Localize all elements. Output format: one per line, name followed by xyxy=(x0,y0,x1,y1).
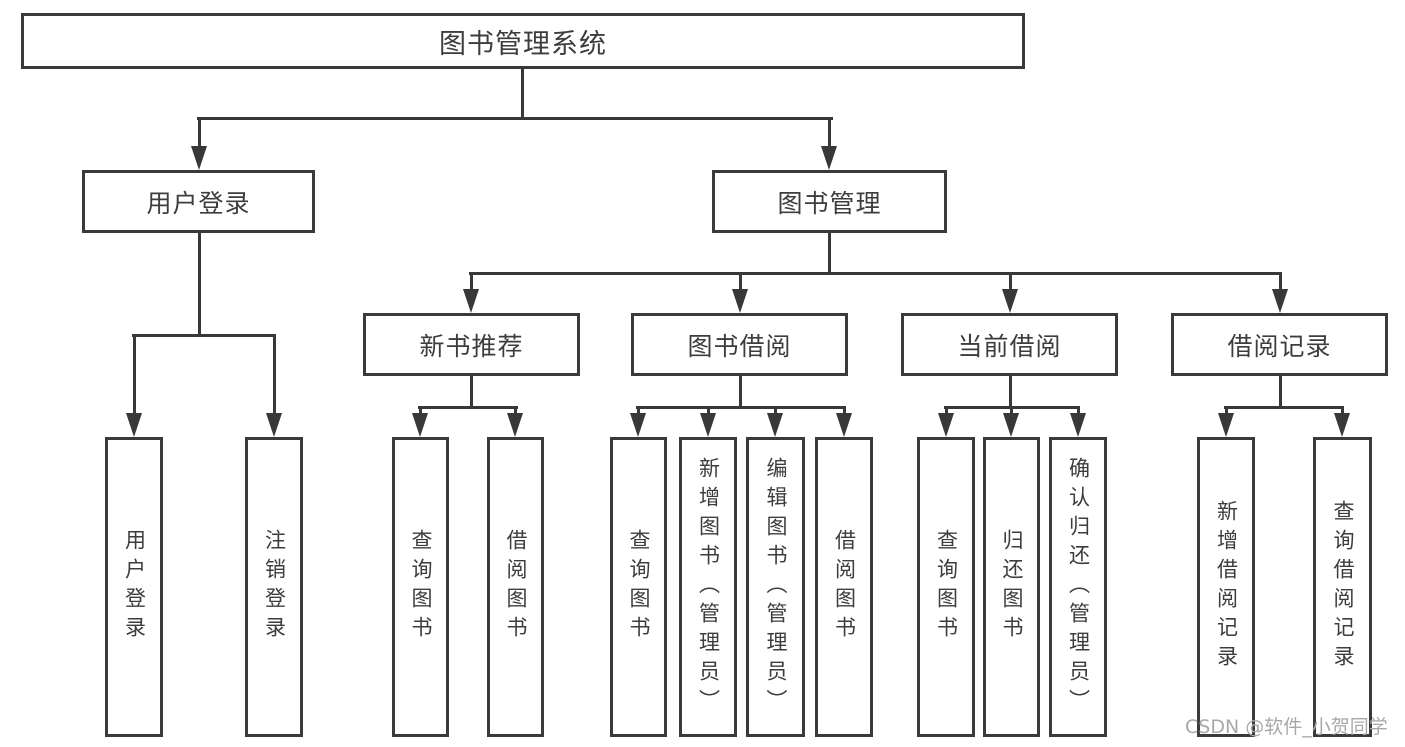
node-label: 用户登录 xyxy=(146,188,251,218)
watermark: CSDN @软件_小贺同学 xyxy=(1185,716,1388,738)
leaf-return-books: 归还图书 xyxy=(983,437,1040,737)
connector-vline xyxy=(1009,272,1012,292)
node-current-borrowing: 当前借阅 xyxy=(901,313,1118,376)
node-label: 用户登录 xyxy=(122,529,147,645)
leaf-query-books-borrowing: 查询图书 xyxy=(610,437,667,737)
arrowhead-down-icon xyxy=(821,146,837,170)
leaf-borrow-books-borrowing: 借阅图书 xyxy=(815,437,873,737)
node-label: 注销登录 xyxy=(262,529,287,645)
node-book-management: 图书管理 xyxy=(712,170,947,233)
leaf-logout: 注销登录 xyxy=(245,437,303,737)
connector-vline xyxy=(1225,406,1228,416)
arrowhead-down-icon xyxy=(1218,413,1234,437)
node-new-book-recommendation: 新书推荐 xyxy=(363,313,580,376)
leaf-query-borrow-record: 查询借阅记录 xyxy=(1313,437,1372,737)
node-label: 新书推荐 xyxy=(419,331,524,361)
node-label: 查询图书 xyxy=(934,529,959,645)
arrowhead-down-icon xyxy=(732,289,748,313)
node-label: 当前借阅 xyxy=(957,331,1062,361)
node-label: 查询图书 xyxy=(409,529,433,645)
arrowhead-down-icon xyxy=(412,413,428,437)
connector-vline xyxy=(470,376,473,408)
leaf-edit-book-admin: 编辑图书（管理员） xyxy=(746,437,805,737)
arrowhead-down-icon xyxy=(767,413,783,437)
node-label: 确认归还（管理员） xyxy=(1066,456,1091,718)
leaf-add-borrow-record: 新增借阅记录 xyxy=(1197,437,1255,737)
arrowhead-down-icon xyxy=(463,289,479,313)
leaf-borrow-books-recommend: 借阅图书 xyxy=(487,437,544,737)
connector-vline xyxy=(273,334,276,415)
connector-vline xyxy=(843,406,846,416)
leaf-user-login: 用户登录 xyxy=(105,437,163,737)
connector-vline xyxy=(521,69,524,119)
node-label: 图书管理 xyxy=(777,188,882,218)
arrowhead-down-icon xyxy=(1272,289,1288,313)
arrowhead-down-icon xyxy=(1070,413,1086,437)
connector-hline xyxy=(132,334,276,337)
node-borrowing-records: 借阅记录 xyxy=(1171,313,1388,376)
node-label: 图书管理系统 xyxy=(439,28,607,60)
arrowhead-down-icon xyxy=(126,413,142,437)
arrowhead-down-icon xyxy=(191,146,207,170)
connector-vline xyxy=(1279,376,1282,408)
node-label: 归还图书 xyxy=(1000,529,1024,645)
connector-vline xyxy=(739,272,742,292)
connector-vline xyxy=(945,406,948,416)
arrowhead-down-icon xyxy=(507,413,523,437)
connector-vline xyxy=(739,376,742,408)
node-user-login: 用户登录 xyxy=(82,170,315,233)
connector-vline xyxy=(828,117,831,148)
leaf-query-books-recommend: 查询图书 xyxy=(392,437,449,737)
arrowhead-down-icon xyxy=(266,413,282,437)
connector-vline xyxy=(514,406,517,416)
connector-vline xyxy=(470,272,473,292)
connector-vline xyxy=(1279,272,1282,292)
arrowhead-down-icon xyxy=(1002,289,1018,313)
node-label: 借阅图书 xyxy=(832,529,857,645)
arrowhead-down-icon xyxy=(836,413,852,437)
arrowhead-down-icon xyxy=(700,413,716,437)
node-label: 借阅图书 xyxy=(504,529,528,645)
connector-vline xyxy=(1077,406,1080,416)
connector-vline xyxy=(637,406,640,416)
connector-hline xyxy=(469,272,1282,275)
connector-hline xyxy=(636,406,846,409)
arrowhead-down-icon xyxy=(630,413,646,437)
connector-vline xyxy=(133,334,136,415)
node-book-borrowing: 图书借阅 xyxy=(631,313,848,376)
node-label: 新增借阅记录 xyxy=(1214,500,1239,674)
node-label: 新增图书（管理员） xyxy=(696,456,721,718)
connector-hline xyxy=(197,117,833,120)
connector-hline xyxy=(1224,406,1344,409)
connector-vline xyxy=(198,233,201,336)
arrowhead-down-icon xyxy=(1334,413,1350,437)
node-label: 查询借阅记录 xyxy=(1331,500,1355,674)
connector-hline xyxy=(418,406,518,409)
connector-vline xyxy=(1009,376,1012,408)
connector-vline xyxy=(1010,406,1013,416)
node-library-management-system: 图书管理系统 xyxy=(21,13,1025,69)
connector-vline xyxy=(828,233,831,274)
node-label: 图书借阅 xyxy=(687,331,792,361)
connector-vline xyxy=(198,117,201,148)
leaf-query-books-current: 查询图书 xyxy=(917,437,975,737)
connector-vline xyxy=(707,406,710,416)
connector-vline xyxy=(1341,406,1344,416)
node-label: 查询图书 xyxy=(627,529,651,645)
arrowhead-down-icon xyxy=(1003,413,1019,437)
leaf-confirm-return-admin: 确认归还（管理员） xyxy=(1049,437,1107,737)
connector-vline xyxy=(419,406,422,416)
connector-vline xyxy=(774,406,777,416)
node-label: 编辑图书（管理员） xyxy=(764,456,788,718)
leaf-add-book-admin: 新增图书（管理员） xyxy=(679,437,737,737)
arrowhead-down-icon xyxy=(938,413,954,437)
node-label: 借阅记录 xyxy=(1227,331,1332,361)
